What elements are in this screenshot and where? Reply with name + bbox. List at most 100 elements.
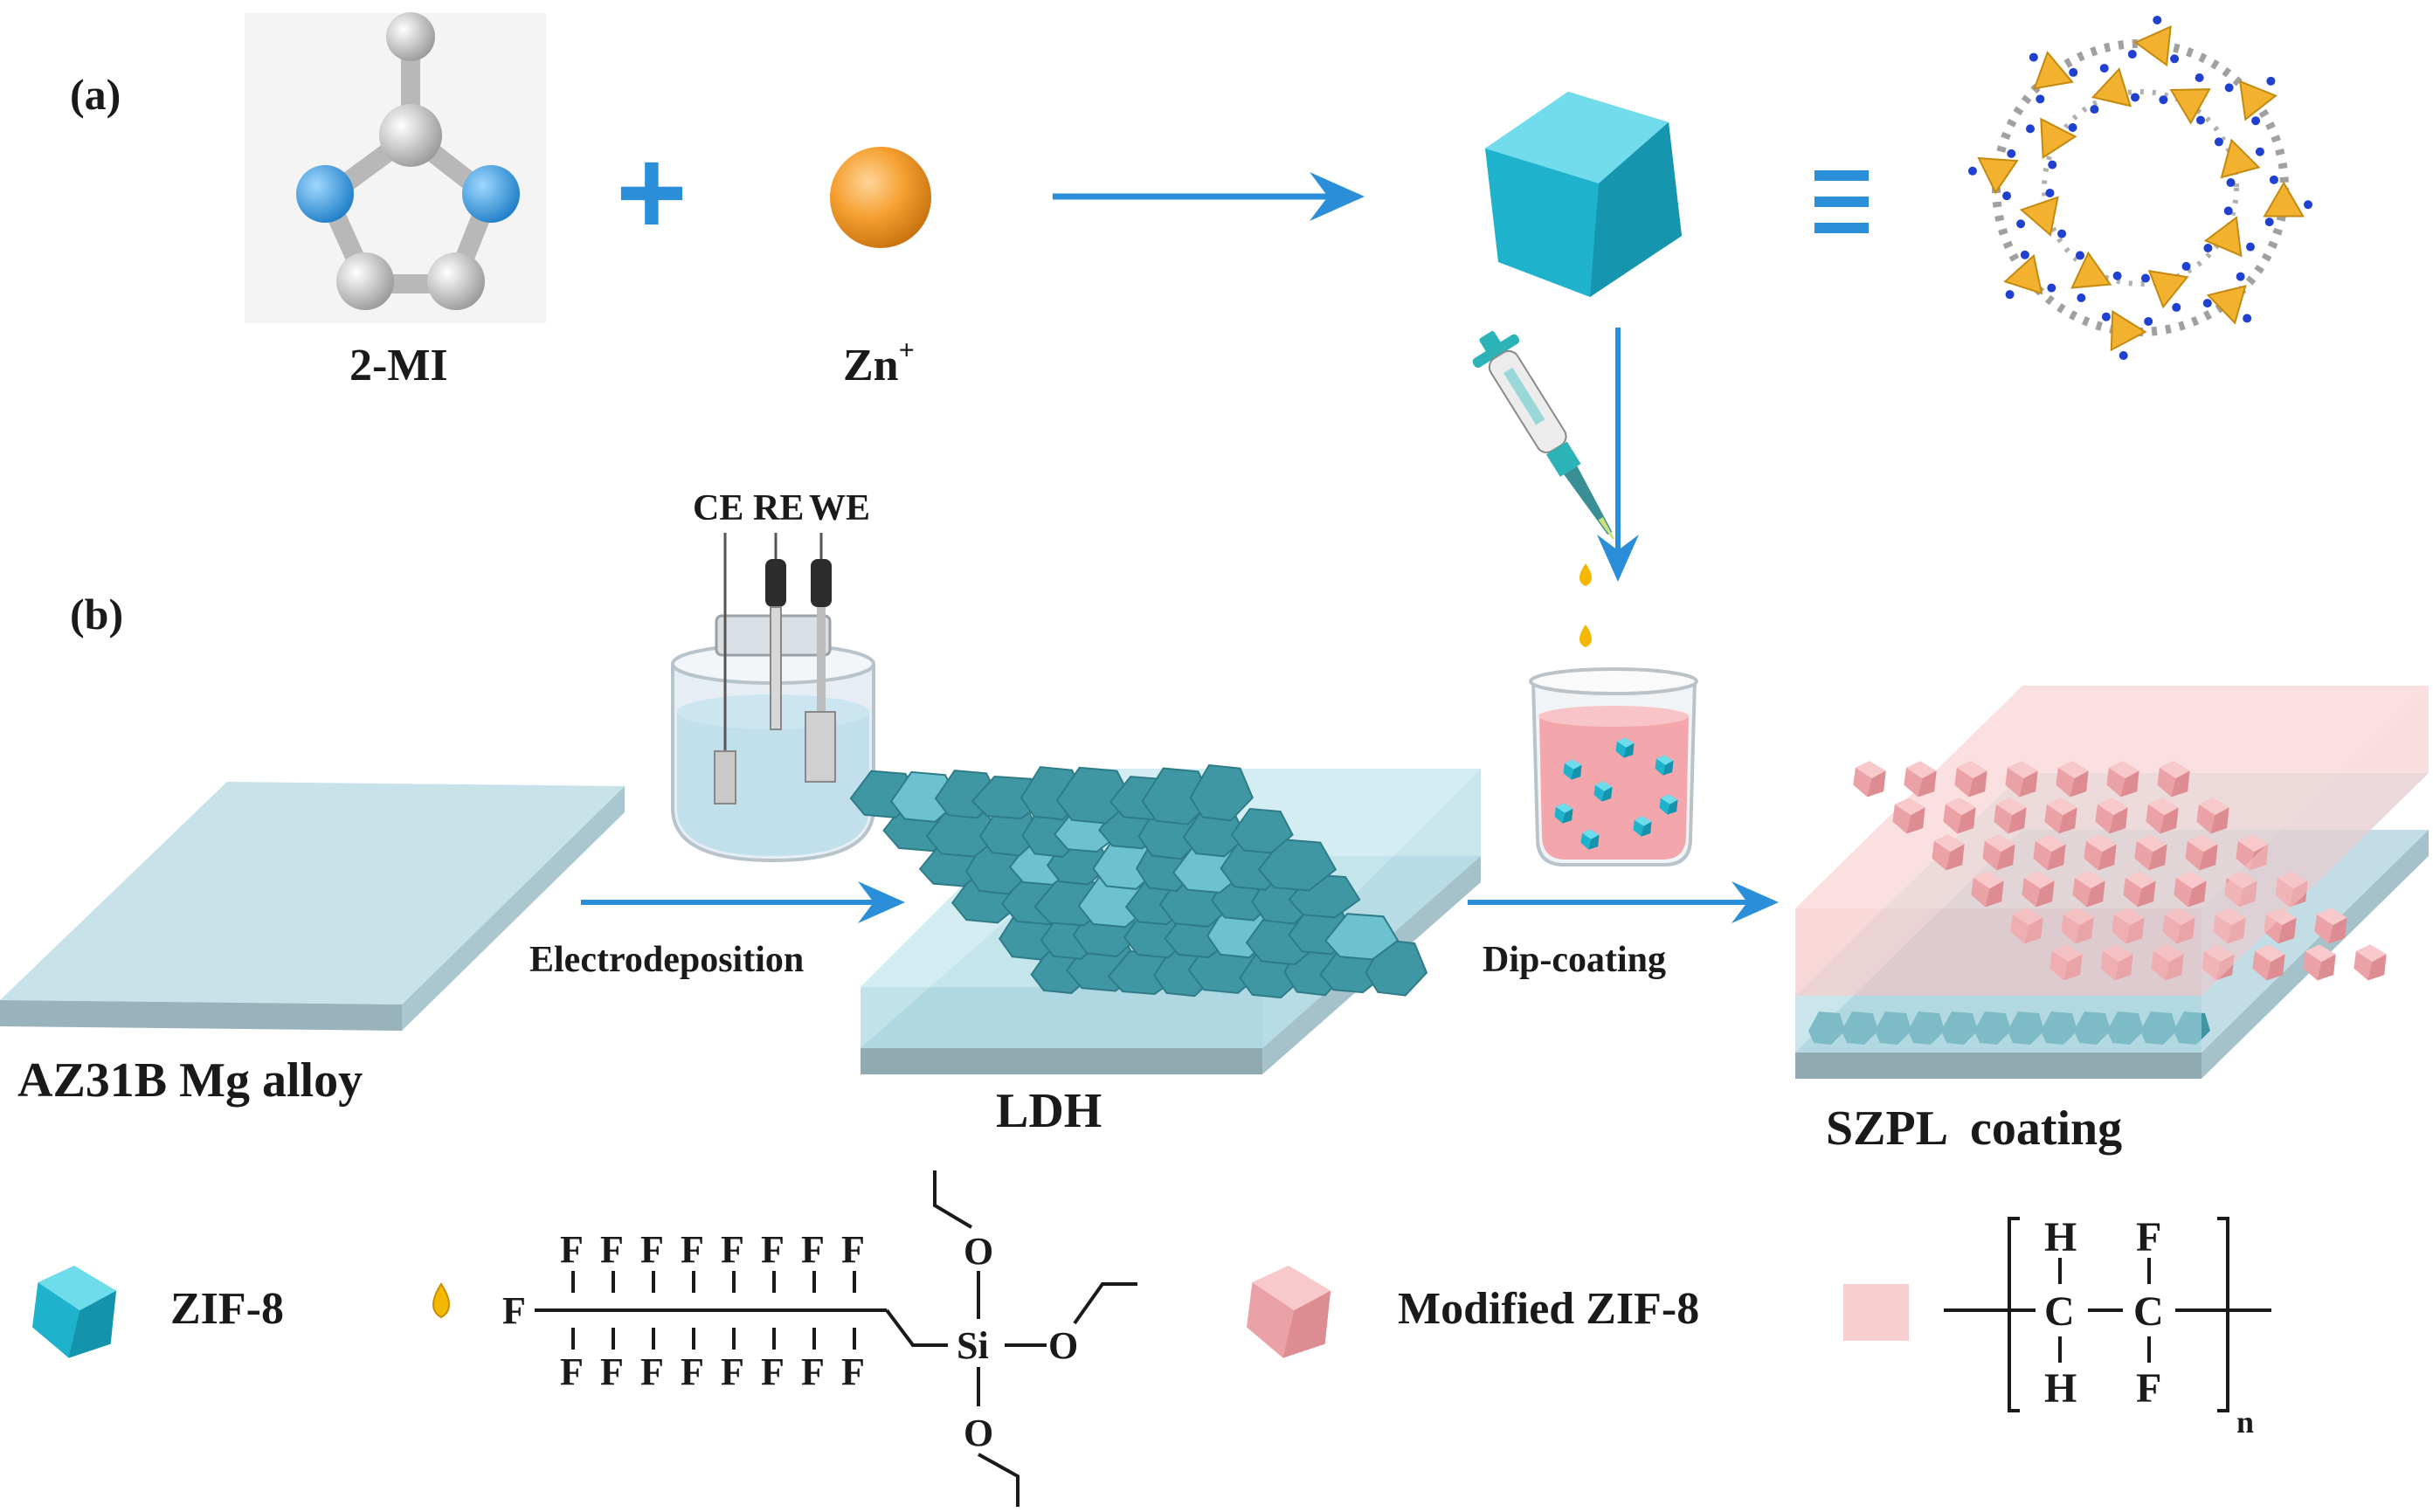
mg-alloy-substrate: [0, 782, 625, 1031]
zn-tetrahedron: [2263, 181, 2305, 217]
nitrogen-atom: [2029, 52, 2038, 62]
nitrogen-atom: [2057, 229, 2067, 238]
zn-tetrahedron: [2203, 216, 2243, 258]
zn-tetrahedron: [2019, 196, 2059, 237]
substrate-label: AZ31B Mg alloy: [17, 1053, 363, 1108]
nitrogen-atom: [2002, 191, 2012, 201]
nitrogen-atom: [2304, 200, 2313, 210]
nitrogen-atom: [2245, 242, 2255, 252]
nitrogen-atom: [2119, 351, 2128, 361]
electrodeposition-label: Electrodeposition: [529, 940, 804, 980]
nitrogen-atom: [2127, 50, 2137, 59]
zn-tetrahedron: [1977, 156, 2019, 195]
zif8-crystal-large: [1485, 92, 1682, 297]
zn-tetrahedron: [2091, 67, 2132, 107]
nitrogen-atom: [2077, 293, 2086, 302]
nitrogen-atom: [2181, 261, 2191, 271]
nitrogen-atom: [2069, 67, 2078, 77]
equivalence-sign: [1814, 170, 1869, 233]
legend-modified-zif8-label: Modified ZIF-8: [1398, 1284, 1699, 1334]
nitrogen-atom: [2255, 147, 2264, 156]
nitrogen-atom: [2131, 93, 2140, 102]
fas-fluorine-bottom: F: [600, 1350, 624, 1393]
zif8-framework-structure: [1967, 15, 2313, 361]
nitrogen-atom: [2112, 271, 2122, 280]
modified-zif8-particle: [2354, 944, 2387, 981]
pvdf-h-bottom: H: [2044, 1365, 2077, 1412]
final-coating-label: SZPL coating: [1826, 1101, 2122, 1156]
electrode-label-re: RE: [753, 488, 804, 528]
pvdf-h-top: H: [2044, 1214, 2077, 1260]
nitrogen-atom: [2264, 217, 2274, 227]
nitrogen-atom: [2269, 175, 2278, 184]
nitrogen-atom: [2099, 64, 2109, 73]
nitrogen-atom: [1967, 166, 1977, 176]
nitrogen-atom: [2159, 95, 2168, 105]
dip-coating-beaker: [1529, 667, 1698, 866]
electrode-label-we: WE: [809, 488, 870, 528]
nitrogen-atom: [2196, 115, 2206, 125]
panel-a-label: (a): [70, 70, 121, 119]
fas-fluorine-top: F: [681, 1228, 704, 1271]
ldh-crystal: [1230, 808, 1294, 854]
fas-fluorine-bottom: F: [841, 1350, 865, 1393]
fas-oxygen-bottom: O: [964, 1412, 993, 1454]
nitrogen-atom: [2101, 312, 2111, 321]
nitrogen-atom: [2226, 178, 2236, 188]
zn-tetrahedron: [2147, 270, 2189, 309]
nitrogen-atom: [2036, 94, 2045, 104]
nitrogen-atom: [2047, 283, 2056, 293]
metal-label: Zn+: [843, 334, 915, 390]
nitrogen-atom: [2068, 122, 2077, 132]
nitrogen-atom: [2223, 206, 2233, 216]
modified-zif8-particle: [1904, 761, 1937, 797]
fas-fluorine-top: F: [600, 1228, 624, 1271]
nitrogen-atom: [2224, 83, 2234, 93]
zn-tetrahedron: [2070, 251, 2112, 289]
nitrogen-atom: [2005, 290, 2015, 300]
fas-fluorine-bottom: F: [640, 1350, 664, 1393]
zn-tetrahedron: [2040, 117, 2077, 159]
ligand-label: 2-MI: [349, 341, 448, 390]
electrochemical-cell: CE RE WE: [671, 488, 875, 863]
zn-tetrahedron: [2206, 285, 2247, 325]
fas-fluorine-top: F: [761, 1228, 785, 1271]
fas-fluorine-top: F: [640, 1228, 664, 1271]
nitrogen-atom: [2026, 124, 2036, 134]
legend-droplet-icon: [432, 1282, 450, 1319]
legend-pvdf-swatch: [1843, 1284, 1909, 1341]
panel-b-label: (b): [70, 590, 123, 639]
dip-coating-label: Dip-coating: [1483, 940, 1666, 980]
pvdf-n-subscript: n: [2236, 1405, 2254, 1440]
nitrogen-atom: [2243, 314, 2252, 323]
pvdf-c-left: C: [2044, 1288, 2075, 1335]
nitrogen-atom: [2266, 76, 2276, 86]
ldh-crystal: [1324, 913, 1400, 961]
zn-tetrahedron: [2133, 24, 2172, 67]
zn-tetrahedron: [2003, 253, 2043, 295]
ldh-label: LDH: [996, 1084, 1102, 1138]
fas-fluorine-top: F: [801, 1228, 825, 1271]
electrode-label-ce: CE: [693, 488, 743, 528]
nitrogen-atom: [2140, 273, 2150, 283]
fas-fluorine-bottom: F: [560, 1350, 584, 1393]
modified-zif8-particle: [1853, 761, 1886, 797]
zn-tetrahedron: [2169, 88, 2211, 125]
pvdf-structure: [1944, 1217, 2271, 1412]
nitrogen-atom: [2153, 15, 2162, 24]
pvdf-c-right: C: [2133, 1288, 2164, 1335]
fas-fluorine-bottom: F: [721, 1350, 744, 1393]
zn-tetrahedron: [2238, 79, 2277, 121]
pvdf-f-top: F: [2136, 1214, 2161, 1260]
nitrogen-atom: [2020, 250, 2029, 259]
fas-fluorine-bottom: F: [761, 1350, 785, 1393]
nitrogen-atom: [2144, 316, 2153, 326]
nitrogen-atom: [2203, 244, 2213, 253]
nitrogen-atom: [2195, 73, 2204, 83]
legend-modified-zif8-icon: [1247, 1266, 1331, 1358]
2-methylimidazole-molecule: [245, 12, 546, 323]
nitrogen-atom: [2007, 148, 2016, 158]
nitrogen-atom: [2048, 160, 2057, 169]
